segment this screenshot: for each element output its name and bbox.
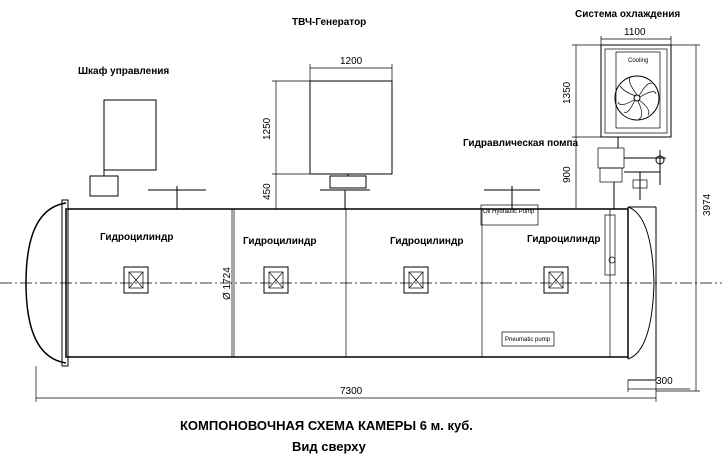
cylinder-label-3: Гидроцилиндр	[390, 236, 463, 247]
hf-generator-label: ТВЧ-Генератор	[292, 17, 366, 28]
hydraulic-pump-label: Гидравлическая помпа	[463, 138, 579, 149]
gen-width-dim: 1200	[340, 56, 363, 67]
hf-generator	[309, 80, 393, 189]
cylinder-label-1: Гидроцилиндр	[100, 232, 173, 243]
cooling-system-label: Система охлаждения	[575, 9, 680, 20]
control-cabinet-label: Шкаф управления	[78, 65, 169, 77]
pneumatic-pump-tag: Pneumatic pump	[505, 337, 551, 343]
generator-dims	[272, 64, 393, 209]
cylinder-symbol	[123, 266, 149, 294]
pump-offset-dim: 900	[562, 166, 573, 183]
end-offset-dim: 300	[656, 376, 673, 387]
control-cabinet	[89, 99, 157, 197]
hydraulic-pump-assembly	[597, 137, 666, 381]
cooling-unit	[600, 44, 672, 138]
cylinder-symbol	[403, 266, 429, 294]
cooling-width-dim: 1100	[624, 27, 646, 38]
cylinder-symbol	[263, 266, 289, 294]
cylinder-label-4: Гидроцилиндр	[527, 234, 600, 245]
length-dims	[35, 366, 690, 402]
diameter-dim: Ø 1724	[222, 267, 233, 300]
length-dim: 7300	[340, 386, 363, 397]
cylinder-label-2: Гидроцилиндр	[243, 236, 316, 247]
cylinder-symbol	[543, 266, 569, 294]
caption-subtitle: Вид сверху	[292, 439, 367, 454]
cooling-height-dim: 1350	[562, 81, 573, 104]
overall-height-dim: 3974	[702, 193, 713, 216]
gen-height-dim: 1250	[262, 117, 273, 140]
gen-offset-dim: 450	[262, 183, 273, 200]
caption-title: КОМПОНОВОЧНАЯ СХЕМА КАМЕРЫ 6 м. куб.	[180, 418, 473, 433]
cooling-dims	[572, 36, 700, 392]
oil-pump-box	[480, 204, 539, 226]
pneumatic-pump-box	[501, 331, 555, 347]
chamber-body	[25, 199, 655, 367]
cooling-tag: Cooling	[628, 58, 648, 64]
oil-pump-tag: Oil Hydraulic Pump	[483, 209, 535, 215]
